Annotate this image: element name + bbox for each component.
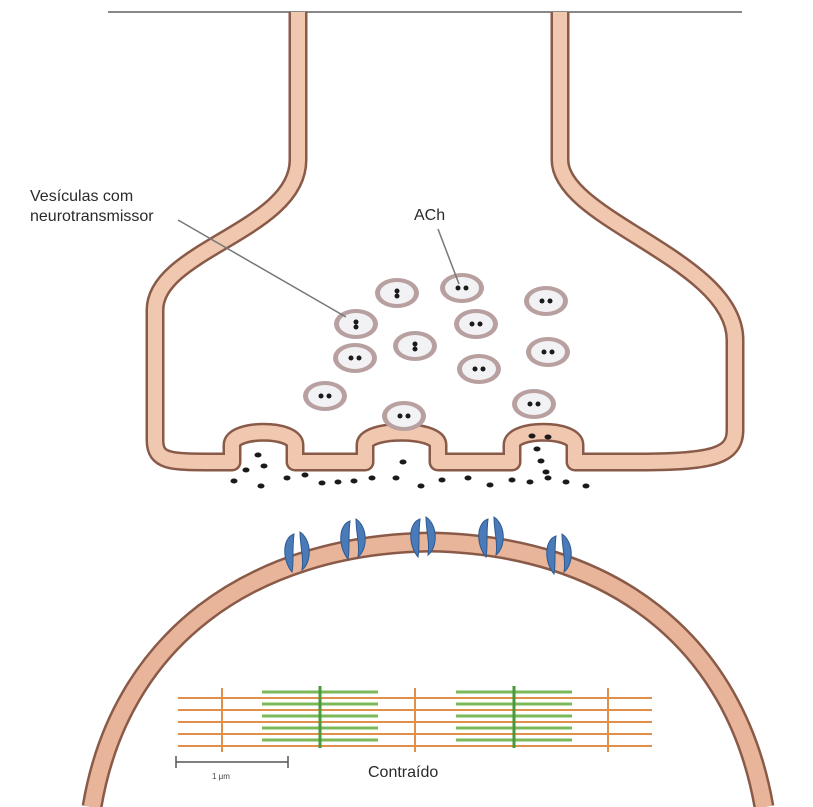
vesicle [457, 354, 501, 384]
sarcomere [178, 686, 652, 752]
vesicles-label: Vesículas com neurotransmissor [30, 187, 154, 227]
presynaptic-membrane-fill [155, 12, 735, 462]
ach-label: ACh [414, 206, 445, 226]
vesicles-leader-line [178, 220, 346, 317]
vesicle [333, 343, 377, 373]
scale-bar-label: 1 μm [212, 767, 230, 787]
ach-leader-line [438, 229, 459, 284]
vesicle [393, 331, 437, 361]
vesicles [303, 273, 570, 431]
vesicle [440, 273, 484, 303]
vesicles-label-line2: neurotransmissor [30, 207, 154, 227]
vesicle [526, 337, 570, 367]
vesicle [303, 381, 347, 411]
vesicle [454, 309, 498, 339]
vesicle [382, 401, 426, 431]
vesicle [512, 389, 556, 419]
contracted-label: Contraído [368, 763, 438, 783]
vesicles-label-line1: Vesículas com [30, 187, 154, 207]
vesicle [524, 286, 568, 316]
scale-bar [176, 756, 288, 768]
myosin-filaments [262, 692, 572, 740]
vesicle [375, 278, 419, 308]
